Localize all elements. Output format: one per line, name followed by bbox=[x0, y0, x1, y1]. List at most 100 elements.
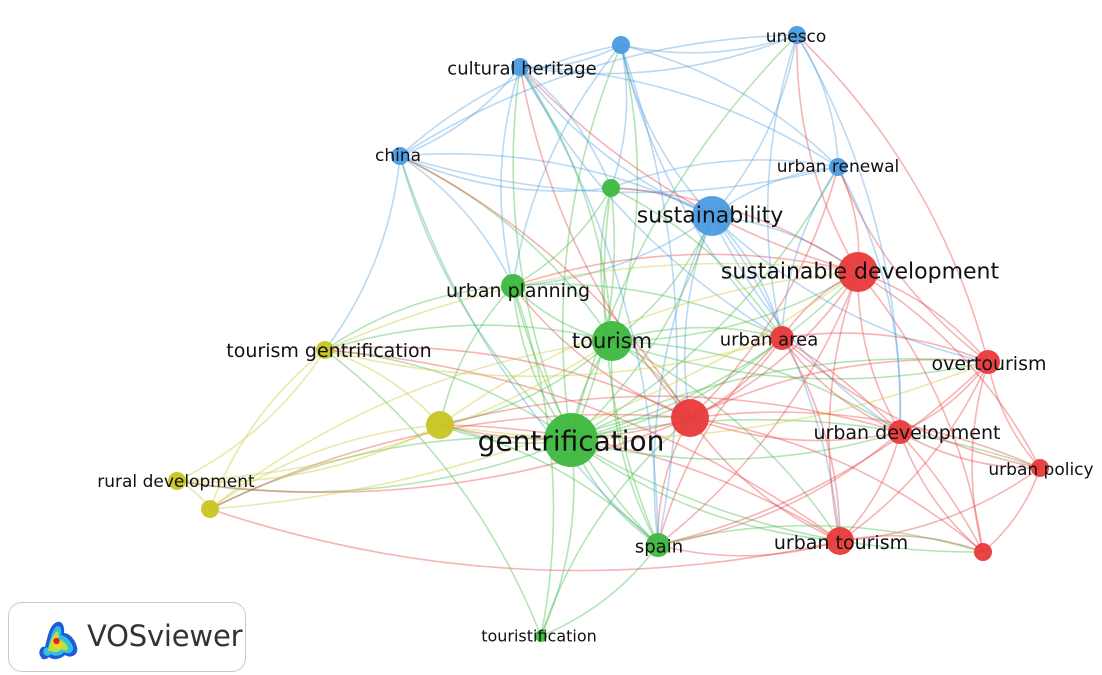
link-urban_tourism-yellow_low bbox=[209, 508, 841, 572]
node-sustainable-development[interactable] bbox=[838, 252, 878, 292]
node-sustainability[interactable] bbox=[692, 196, 732, 236]
node-china[interactable] bbox=[391, 147, 409, 165]
link-sustainability-overtourism bbox=[711, 215, 989, 363]
nodes-layer bbox=[168, 26, 1049, 642]
link-sustainability-red_hub bbox=[683, 215, 713, 419]
node-tourism-gentrification[interactable] bbox=[316, 341, 334, 359]
link-red_hub-cultural_heritage bbox=[519, 66, 691, 419]
link-touristification-tourism_gentrification bbox=[324, 349, 542, 637]
link-urban_area-urban_development bbox=[781, 337, 901, 433]
link-urban_planning-touristification bbox=[512, 285, 555, 637]
node-cultural-heritage[interactable] bbox=[511, 58, 529, 76]
link-urban_tourism-red_low bbox=[839, 534, 984, 553]
link-gentrification-urban_renewal bbox=[570, 166, 839, 441]
link-cultural_heritage-urban_planning bbox=[500, 66, 521, 287]
vosviewer-logo-panel: VOSviewer bbox=[8, 602, 246, 672]
link-cultural_heritage-green_top bbox=[519, 66, 612, 189]
link-unesco-china bbox=[399, 34, 798, 157]
link-gentrification-urban_development bbox=[570, 431, 901, 460]
link-yellow_low-tourism bbox=[209, 340, 613, 510]
link-blue_top-china bbox=[399, 44, 622, 157]
link-gentrification-rural_development bbox=[176, 439, 572, 493]
link-china-spain bbox=[399, 155, 659, 546]
link-tourism-china bbox=[399, 155, 613, 342]
node-red-hub[interactable] bbox=[671, 399, 709, 437]
node-yellow-low[interactable] bbox=[201, 500, 219, 518]
link-urban_area-overtourism bbox=[781, 332, 989, 363]
label-urban-development: urban development bbox=[814, 422, 1001, 444]
link-blue_top-urban_planning bbox=[512, 44, 622, 287]
link-blue_top-spain bbox=[620, 44, 678, 546]
link-urban_renewal-green_top bbox=[610, 159, 839, 189]
link-urban_development-urban_policy bbox=[899, 431, 1041, 469]
node-green-top[interactable] bbox=[602, 179, 620, 197]
link-overtourism-unesco bbox=[796, 34, 989, 363]
node-overtourism[interactable] bbox=[976, 350, 1000, 374]
link-rural_development-tourism bbox=[176, 340, 613, 482]
link-yellow_mid-sustainable_development bbox=[439, 271, 859, 426]
node-gentrification[interactable] bbox=[544, 413, 598, 467]
node-urban-area[interactable] bbox=[770, 326, 794, 350]
link-gentrification-sustainable_development bbox=[570, 271, 859, 441]
link-sustainable_development-red_low bbox=[857, 271, 984, 553]
link-cultural_heritage-spain bbox=[519, 66, 659, 546]
label-overtourism: overtourism bbox=[932, 353, 1047, 375]
link-gentrification-yellow_low bbox=[209, 436, 572, 510]
link-blue_top-unesco bbox=[620, 34, 798, 54]
link-red_hub-urban_planning bbox=[512, 285, 691, 419]
link-sustainability-china bbox=[399, 153, 713, 217]
label-touristification: touristification bbox=[481, 627, 597, 646]
link-sustainable_development-green_top bbox=[610, 187, 859, 273]
node-touristification[interactable] bbox=[535, 630, 547, 642]
vosviewer-wordmark: VOSviewer bbox=[87, 619, 243, 653]
link-blue_top-urban_area bbox=[620, 44, 783, 339]
node-yellow-mid[interactable] bbox=[426, 411, 454, 439]
label-urban-tourism: urban tourism bbox=[774, 532, 908, 554]
node-rural-development[interactable] bbox=[168, 472, 186, 490]
link-blue_top-green_top bbox=[610, 44, 628, 189]
node-urban-development[interactable] bbox=[888, 420, 912, 444]
link-gentrification-sustainability bbox=[570, 215, 713, 441]
link-sustainability-blue_top bbox=[620, 44, 713, 217]
link-overtourism-urban_renewal bbox=[837, 166, 989, 363]
link-tourism-yellow_mid bbox=[439, 340, 613, 426]
link-urban_renewal-urban_area bbox=[781, 166, 839, 339]
node-red-low[interactable] bbox=[974, 543, 992, 561]
node-spain[interactable] bbox=[646, 533, 670, 557]
link-cultural_heritage-urban_area bbox=[519, 66, 783, 339]
label-urban-planning: urban planning bbox=[446, 280, 590, 302]
link-tourism_gentrification-rural_development bbox=[176, 349, 326, 482]
link-red_hub-urban_tourism bbox=[689, 417, 841, 542]
link-gentrification-blue_top bbox=[561, 44, 622, 441]
link-tourism-spain bbox=[610, 340, 659, 546]
link-red_hub-tourism_gentrification bbox=[324, 346, 691, 419]
link-green_top-urban_area bbox=[610, 187, 783, 339]
node-urban-planning[interactable] bbox=[501, 274, 525, 298]
link-urban_policy-red_low bbox=[982, 467, 1041, 553]
vosviewer-heatmap-icon bbox=[39, 621, 78, 660]
link-red_hub-overtourism bbox=[689, 358, 989, 419]
node-blue-top[interactable] bbox=[612, 36, 630, 54]
link-tourism-tourism_gentrification bbox=[324, 324, 613, 351]
link-sustainability-urban_tourism bbox=[711, 215, 841, 542]
label-rural-development: rural development bbox=[97, 472, 255, 492]
link-urban_tourism-urban_policy bbox=[839, 467, 1041, 542]
link-unesco-urban_area bbox=[766, 34, 798, 339]
label-tourism: tourism bbox=[572, 329, 652, 353]
link-gentrification-overtourism bbox=[570, 358, 989, 441]
node-unesco[interactable] bbox=[788, 26, 806, 44]
label-urban-policy: urban policy bbox=[988, 460, 1093, 480]
link-urban_development-yellow_mid bbox=[439, 395, 901, 433]
node-urban-tourism[interactable] bbox=[826, 527, 854, 555]
link-gentrification-cultural_heritage bbox=[512, 66, 572, 441]
link-gentrification-red_low bbox=[570, 439, 984, 553]
label-unesco: unesco bbox=[766, 27, 827, 47]
link-urban_development-red_low bbox=[899, 431, 984, 553]
node-tourism[interactable] bbox=[592, 321, 632, 361]
link-red_hub-urban_development bbox=[689, 417, 901, 442]
node-urban-renewal[interactable] bbox=[829, 158, 847, 176]
label-sustainable-development: sustainable development bbox=[721, 260, 1000, 285]
link-gentrification-unesco bbox=[570, 34, 798, 441]
node-urban-policy[interactable] bbox=[1031, 459, 1049, 477]
